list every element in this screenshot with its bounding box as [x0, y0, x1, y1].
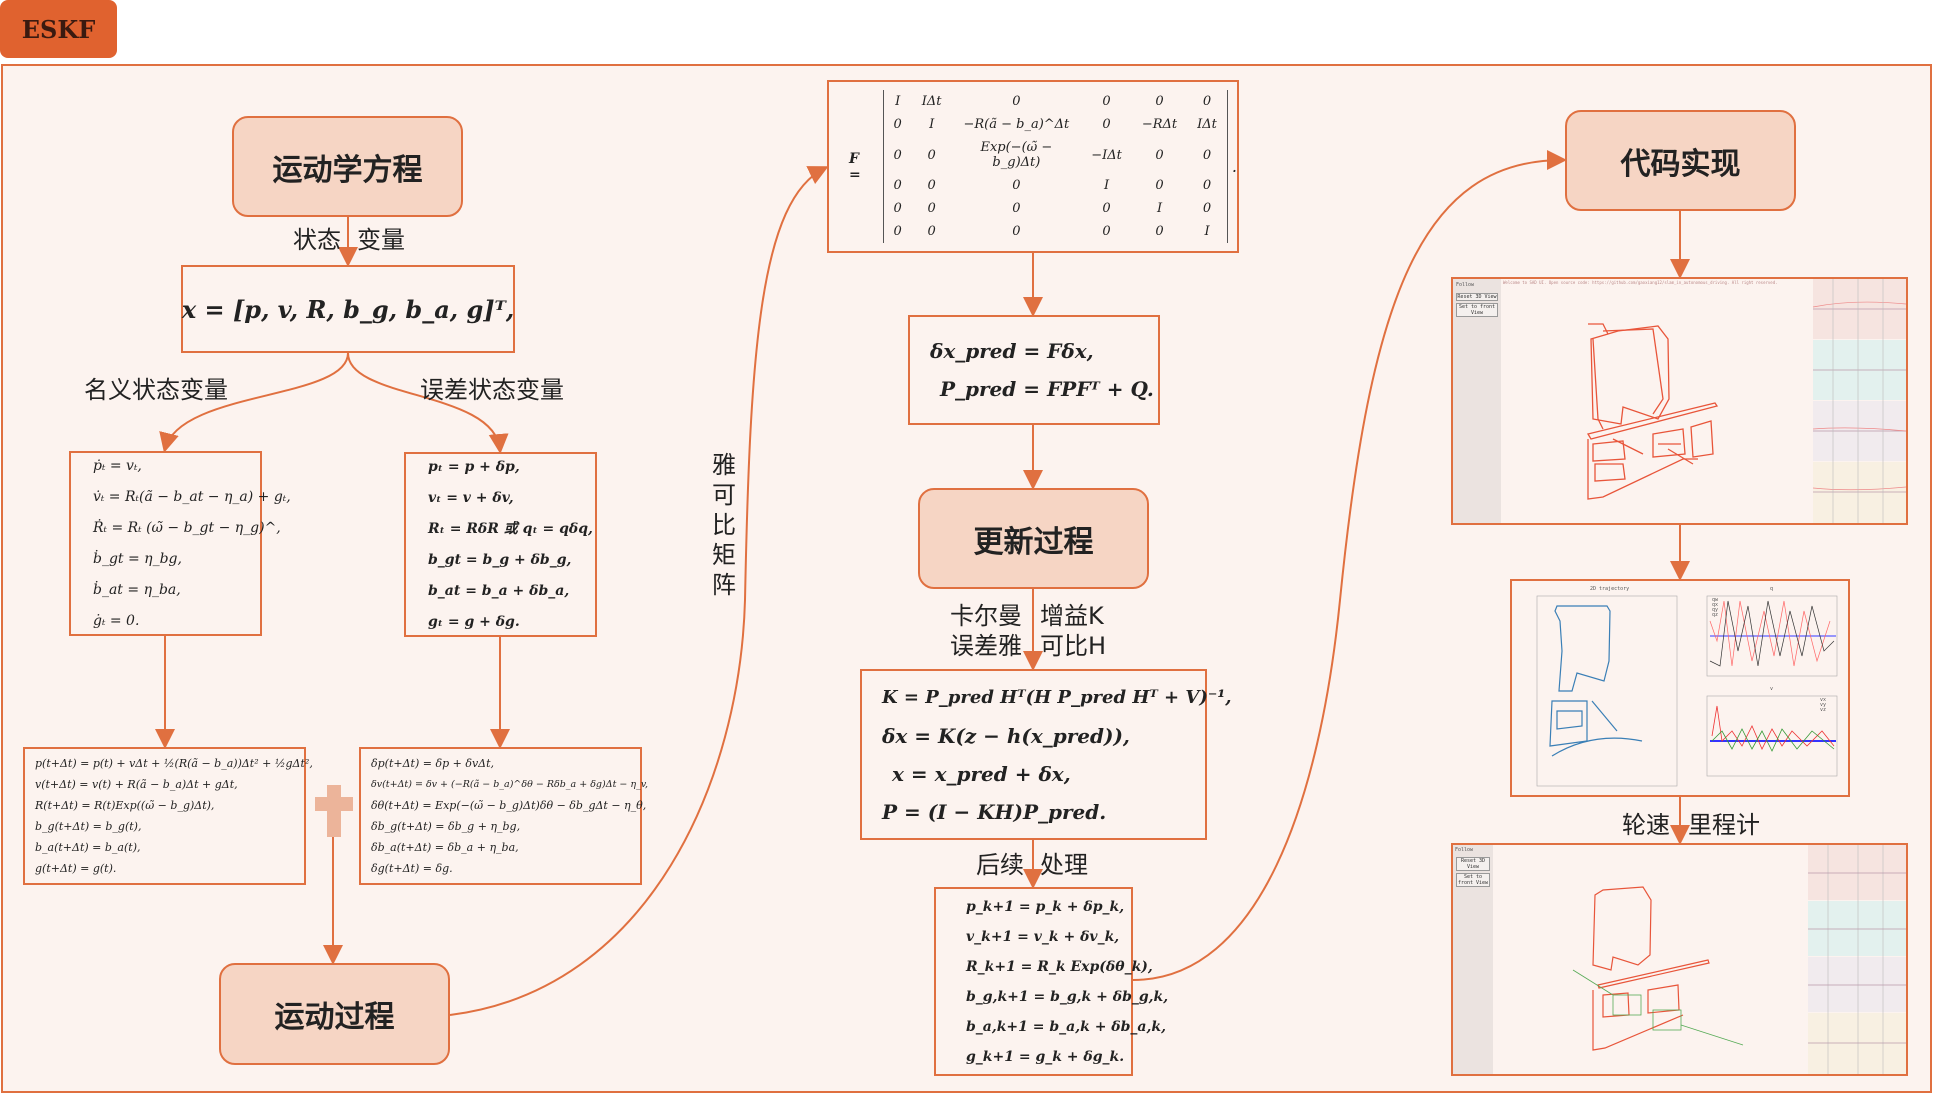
matrix-cell: 0: [927, 178, 936, 193]
matrix-cell: 0: [1202, 147, 1212, 163]
matrix-cell: 0: [1202, 201, 1212, 216]
matrix-row: 0 0 0 0 I 0: [883, 197, 1227, 220]
nominal-discrete-box: p(t+Δt) = p(t) + vΔt + ½(R(ã − b_a))Δt² …: [23, 747, 313, 885]
matrix-cell: 0: [1102, 117, 1111, 132]
matrix-cell: 0: [927, 224, 936, 239]
sad-ui-screenshot-1: Follow Reset 3D View Set to front View W…: [1451, 277, 1908, 525]
eskf-tab[interactable]: ESKF: [0, 0, 117, 58]
error-discrete-box: δp(t+Δt) = δp + δvΔt,δv(t+Δt) = δv + (−R…: [359, 747, 648, 885]
trajectory-view: [1586, 279, 1906, 523]
matrix-cell: 0: [1155, 178, 1164, 193]
trajectory-view-2: [1572, 845, 1906, 1074]
label-state: 状态: [293, 226, 341, 254]
matrix-row: I IΔt 0 0 0 0: [883, 90, 1227, 113]
matrix-row: 0 0 Exp(−(ω̃ − b_g)Δt) −IΔt 0 0: [883, 136, 1227, 174]
q-title: q: [1770, 586, 1774, 592]
node-motion: 运动过程: [219, 963, 450, 1065]
label-variable: 变量: [357, 226, 405, 254]
nominal-kinematics-box: ṗₜ = vₜ,v̇ₜ = Rₜ(ã − b_at − η_a) + gₜ,Ṙₜ…: [69, 451, 291, 636]
matrix-cell: 0: [927, 147, 936, 163]
plots: [1536, 595, 1838, 787]
matrix-cell: I: [1103, 178, 1110, 193]
matrix-cell: IΔt: [921, 94, 942, 109]
matrix-cell: 0: [893, 201, 902, 216]
matrix-row: 0 I −R(ã − b_a)^Δt 0 −RΔt IΔt: [883, 113, 1227, 136]
kalman-update-box: K = P_pred Hᵀ(H P_pred Hᵀ + V)⁻¹,δx = K(…: [860, 669, 1232, 840]
plus-icon: [315, 785, 353, 837]
matrix-cell: I: [1204, 224, 1210, 239]
sad-ui-screenshot-2: Follow Reset 3D View Set to front View: [1451, 843, 1908, 1076]
label-gain: 增益K: [1040, 602, 1104, 630]
matrix-row: 0 0 0 0 0 I: [883, 220, 1227, 243]
matrix-cell: I: [929, 117, 935, 132]
matrix-cell: 0: [1012, 178, 1021, 193]
label-nominal: 名义状态变量: [84, 376, 228, 404]
matrix-cell: 0: [1102, 201, 1111, 216]
matrix-cell: IΔt: [1197, 117, 1217, 132]
follow-checkbox-2[interactable]: Follow: [1455, 847, 1474, 853]
arrow-jacobian: [449, 166, 829, 1016]
matrix-cell: 0: [1102, 94, 1111, 109]
matrix-cell: 0: [1155, 94, 1164, 109]
state-vector-box: x = [p, v, R, b_g, b_a, g]ᵀ,: [181, 265, 515, 353]
ui-sidebar: Follow Reset 3D View Set to front View: [1453, 279, 1501, 523]
follow-checkbox[interactable]: Follow: [1456, 282, 1475, 288]
label-jac-h: 可比H: [1040, 632, 1107, 660]
matrix-cell: −IΔt: [1091, 147, 1122, 163]
matrix-cell: 0: [927, 201, 936, 216]
label-odometer: 里程计: [1688, 811, 1760, 839]
front-view-button-2[interactable]: Set to front View: [1456, 873, 1490, 887]
arrow-nominal: [159, 352, 349, 453]
matrix-cell: 0: [893, 117, 902, 132]
label-jacobian: 雅可比矩阵: [712, 451, 736, 599]
matrix-cell: 0: [1012, 94, 1021, 109]
matrix-cell: 0: [1102, 224, 1111, 239]
label-err-jac: 误差雅: [950, 632, 1022, 660]
reset-view-button-2[interactable]: Reset 3D View: [1456, 857, 1490, 871]
matrix-cell: 0: [893, 147, 902, 163]
matrix-cell: 0: [1155, 224, 1164, 239]
label-post: 后续: [976, 851, 1024, 879]
matrix-cell: Exp(−(ω̃ − b_g)Δt): [980, 140, 1053, 170]
v-title: v: [1770, 686, 1774, 692]
matrix-cell: I: [1156, 201, 1163, 216]
node-kinematics: 运动学方程: [232, 116, 463, 217]
matrix-cell: I: [895, 94, 901, 109]
label-process: 处理: [1040, 851, 1088, 879]
node-code: 代码实现: [1565, 110, 1796, 211]
matrix-cell: 0: [1012, 201, 1021, 216]
traj-title: 2D trajectory: [1590, 586, 1630, 592]
matrix-cell: −RΔt: [1141, 117, 1178, 132]
welcome-text: Welcome to SAD UI. Open source code: htt…: [1503, 280, 1778, 285]
matrix-cell: 0: [1202, 94, 1212, 109]
node-update: 更新过程: [918, 488, 1149, 589]
error-definition-box: pₜ = p + δp,vₜ = v + δv,Rₜ = RδR 或 qₜ = …: [404, 452, 597, 637]
matrix-row: 0 0 0 I 0 0: [883, 174, 1227, 197]
ui-sidebar-2: Follow Reset 3D View Set to front View: [1453, 845, 1493, 1074]
matrix-cell: 0: [893, 178, 902, 193]
label-error: 误差状态变量: [420, 376, 564, 404]
reset-view-button[interactable]: Reset 3D View: [1456, 293, 1498, 301]
label-wheel: 轮速: [1622, 811, 1670, 839]
matrix-cell: 0: [1012, 224, 1021, 239]
label-kalman: 卡尔曼: [950, 602, 1022, 630]
front-view-button[interactable]: Set to front View: [1456, 303, 1498, 317]
predict-box: δx_pred = Fδx,P_pred = FPFᵀ + Q.: [908, 315, 1160, 425]
matrix-cell: 0: [1155, 147, 1164, 163]
arrow-code: [1132, 150, 1567, 981]
matrix-cell: 0: [893, 224, 902, 239]
matrix-cell: 0: [1202, 178, 1212, 193]
matrix-cell: −R(ã − b_a)^Δt: [963, 117, 1070, 132]
arrow-error: [347, 352, 509, 454]
post-process-box: p_k+1 = p_k + δp_k,v_k+1 = v_k + δv_k,R_…: [934, 887, 1168, 1076]
